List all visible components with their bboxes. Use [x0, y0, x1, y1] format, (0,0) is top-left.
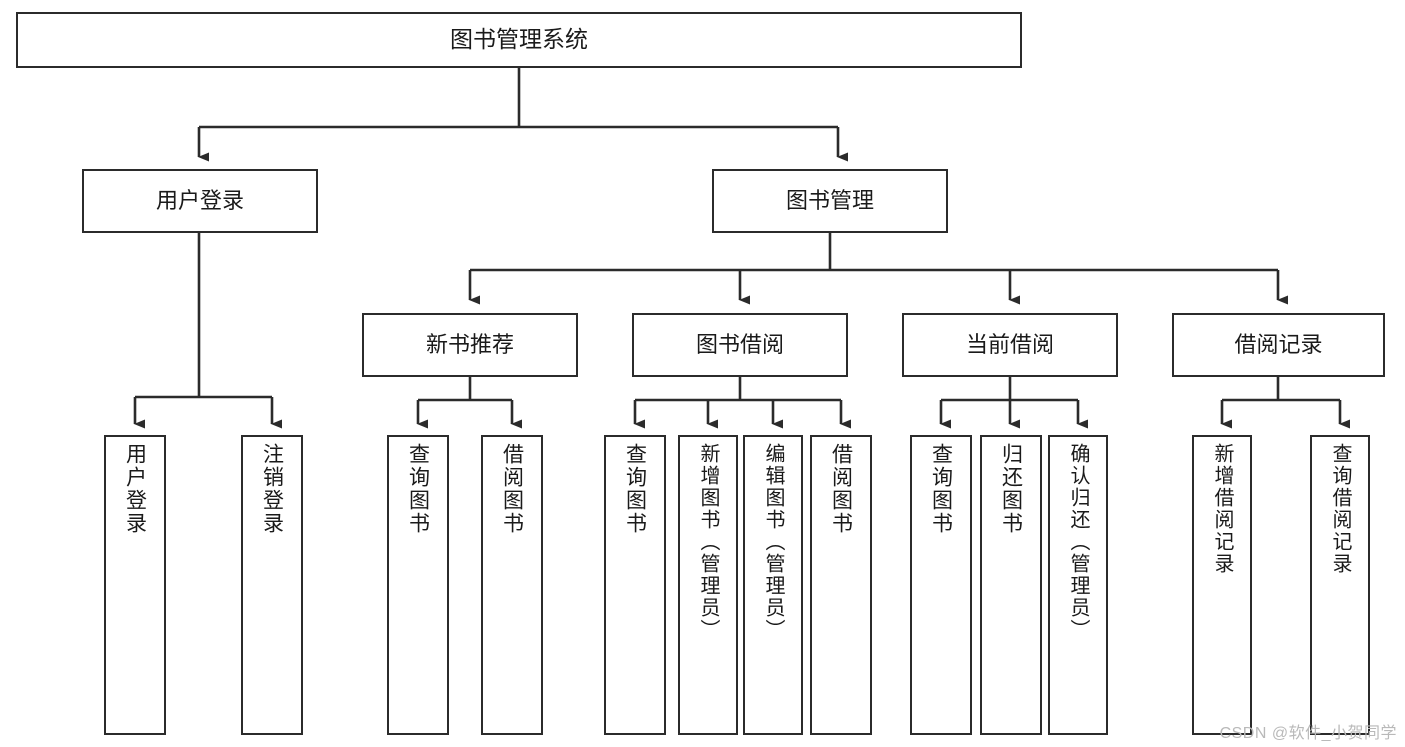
node-label: 用户登录 — [155, 187, 244, 213]
leaf-logout[interactable]: 注销登录 — [241, 435, 303, 735]
leaf-user-login[interactable]: 用户登录 — [104, 435, 166, 735]
leaf-edit-book-admin[interactable]: 编辑图书（管理员） — [743, 435, 803, 735]
node-label: 归还图书 — [999, 443, 1023, 535]
node-label: 查询借阅记录 — [1329, 443, 1351, 575]
node-label: 查询图书 — [406, 443, 430, 535]
node-book-management[interactable]: 图书管理 — [712, 169, 948, 233]
node-label: 图书借阅 — [695, 331, 784, 357]
node-label: 查询图书 — [929, 443, 953, 535]
leaf-borrow-book[interactable]: 借阅图书 — [810, 435, 872, 735]
node-label: 新书推荐 — [425, 331, 514, 357]
leaf-borrow-book-recommend[interactable]: 借阅图书 — [481, 435, 543, 735]
node-label: 借阅记录 — [1234, 331, 1323, 357]
node-user-login[interactable]: 用户登录 — [82, 169, 318, 233]
node-label: 借阅图书 — [829, 443, 853, 535]
node-new-book-recommend[interactable]: 新书推荐 — [362, 313, 578, 377]
leaf-query-book-current[interactable]: 查询图书 — [910, 435, 972, 735]
csdn-watermark: CSDN @软件_小贺同学 — [1219, 725, 1397, 742]
node-label: 借阅图书 — [500, 443, 524, 535]
node-book-borrow[interactable]: 图书借阅 — [632, 313, 848, 377]
node-label: 图书管理系统 — [450, 26, 588, 53]
leaf-add-borrow-record[interactable]: 新增借阅记录 — [1192, 435, 1252, 735]
node-label: 注销登录 — [260, 443, 284, 535]
node-label: 用户登录 — [123, 443, 147, 535]
node-label: 当前借阅 — [965, 331, 1054, 357]
node-label: 图书管理 — [785, 187, 874, 213]
node-label: 新增图书（管理员） — [697, 443, 719, 641]
leaf-return-book[interactable]: 归还图书 — [980, 435, 1042, 735]
node-label: 查询图书 — [623, 443, 647, 535]
leaf-add-book-admin[interactable]: 新增图书（管理员） — [678, 435, 738, 735]
leaf-query-book-recommend[interactable]: 查询图书 — [387, 435, 449, 735]
leaf-confirm-return-admin[interactable]: 确认归还（管理员） — [1048, 435, 1108, 735]
node-current-borrow[interactable]: 当前借阅 — [902, 313, 1118, 377]
leaf-query-borrow-record[interactable]: 查询借阅记录 — [1310, 435, 1370, 735]
node-label: 确认归还（管理员） — [1067, 443, 1089, 641]
node-label: 新增借阅记录 — [1211, 443, 1233, 575]
node-label: 编辑图书（管理员） — [762, 443, 784, 641]
node-borrow-records[interactable]: 借阅记录 — [1172, 313, 1385, 377]
leaf-query-book-borrow[interactable]: 查询图书 — [604, 435, 666, 735]
node-root-book-management-system[interactable]: 图书管理系统 — [16, 12, 1022, 68]
